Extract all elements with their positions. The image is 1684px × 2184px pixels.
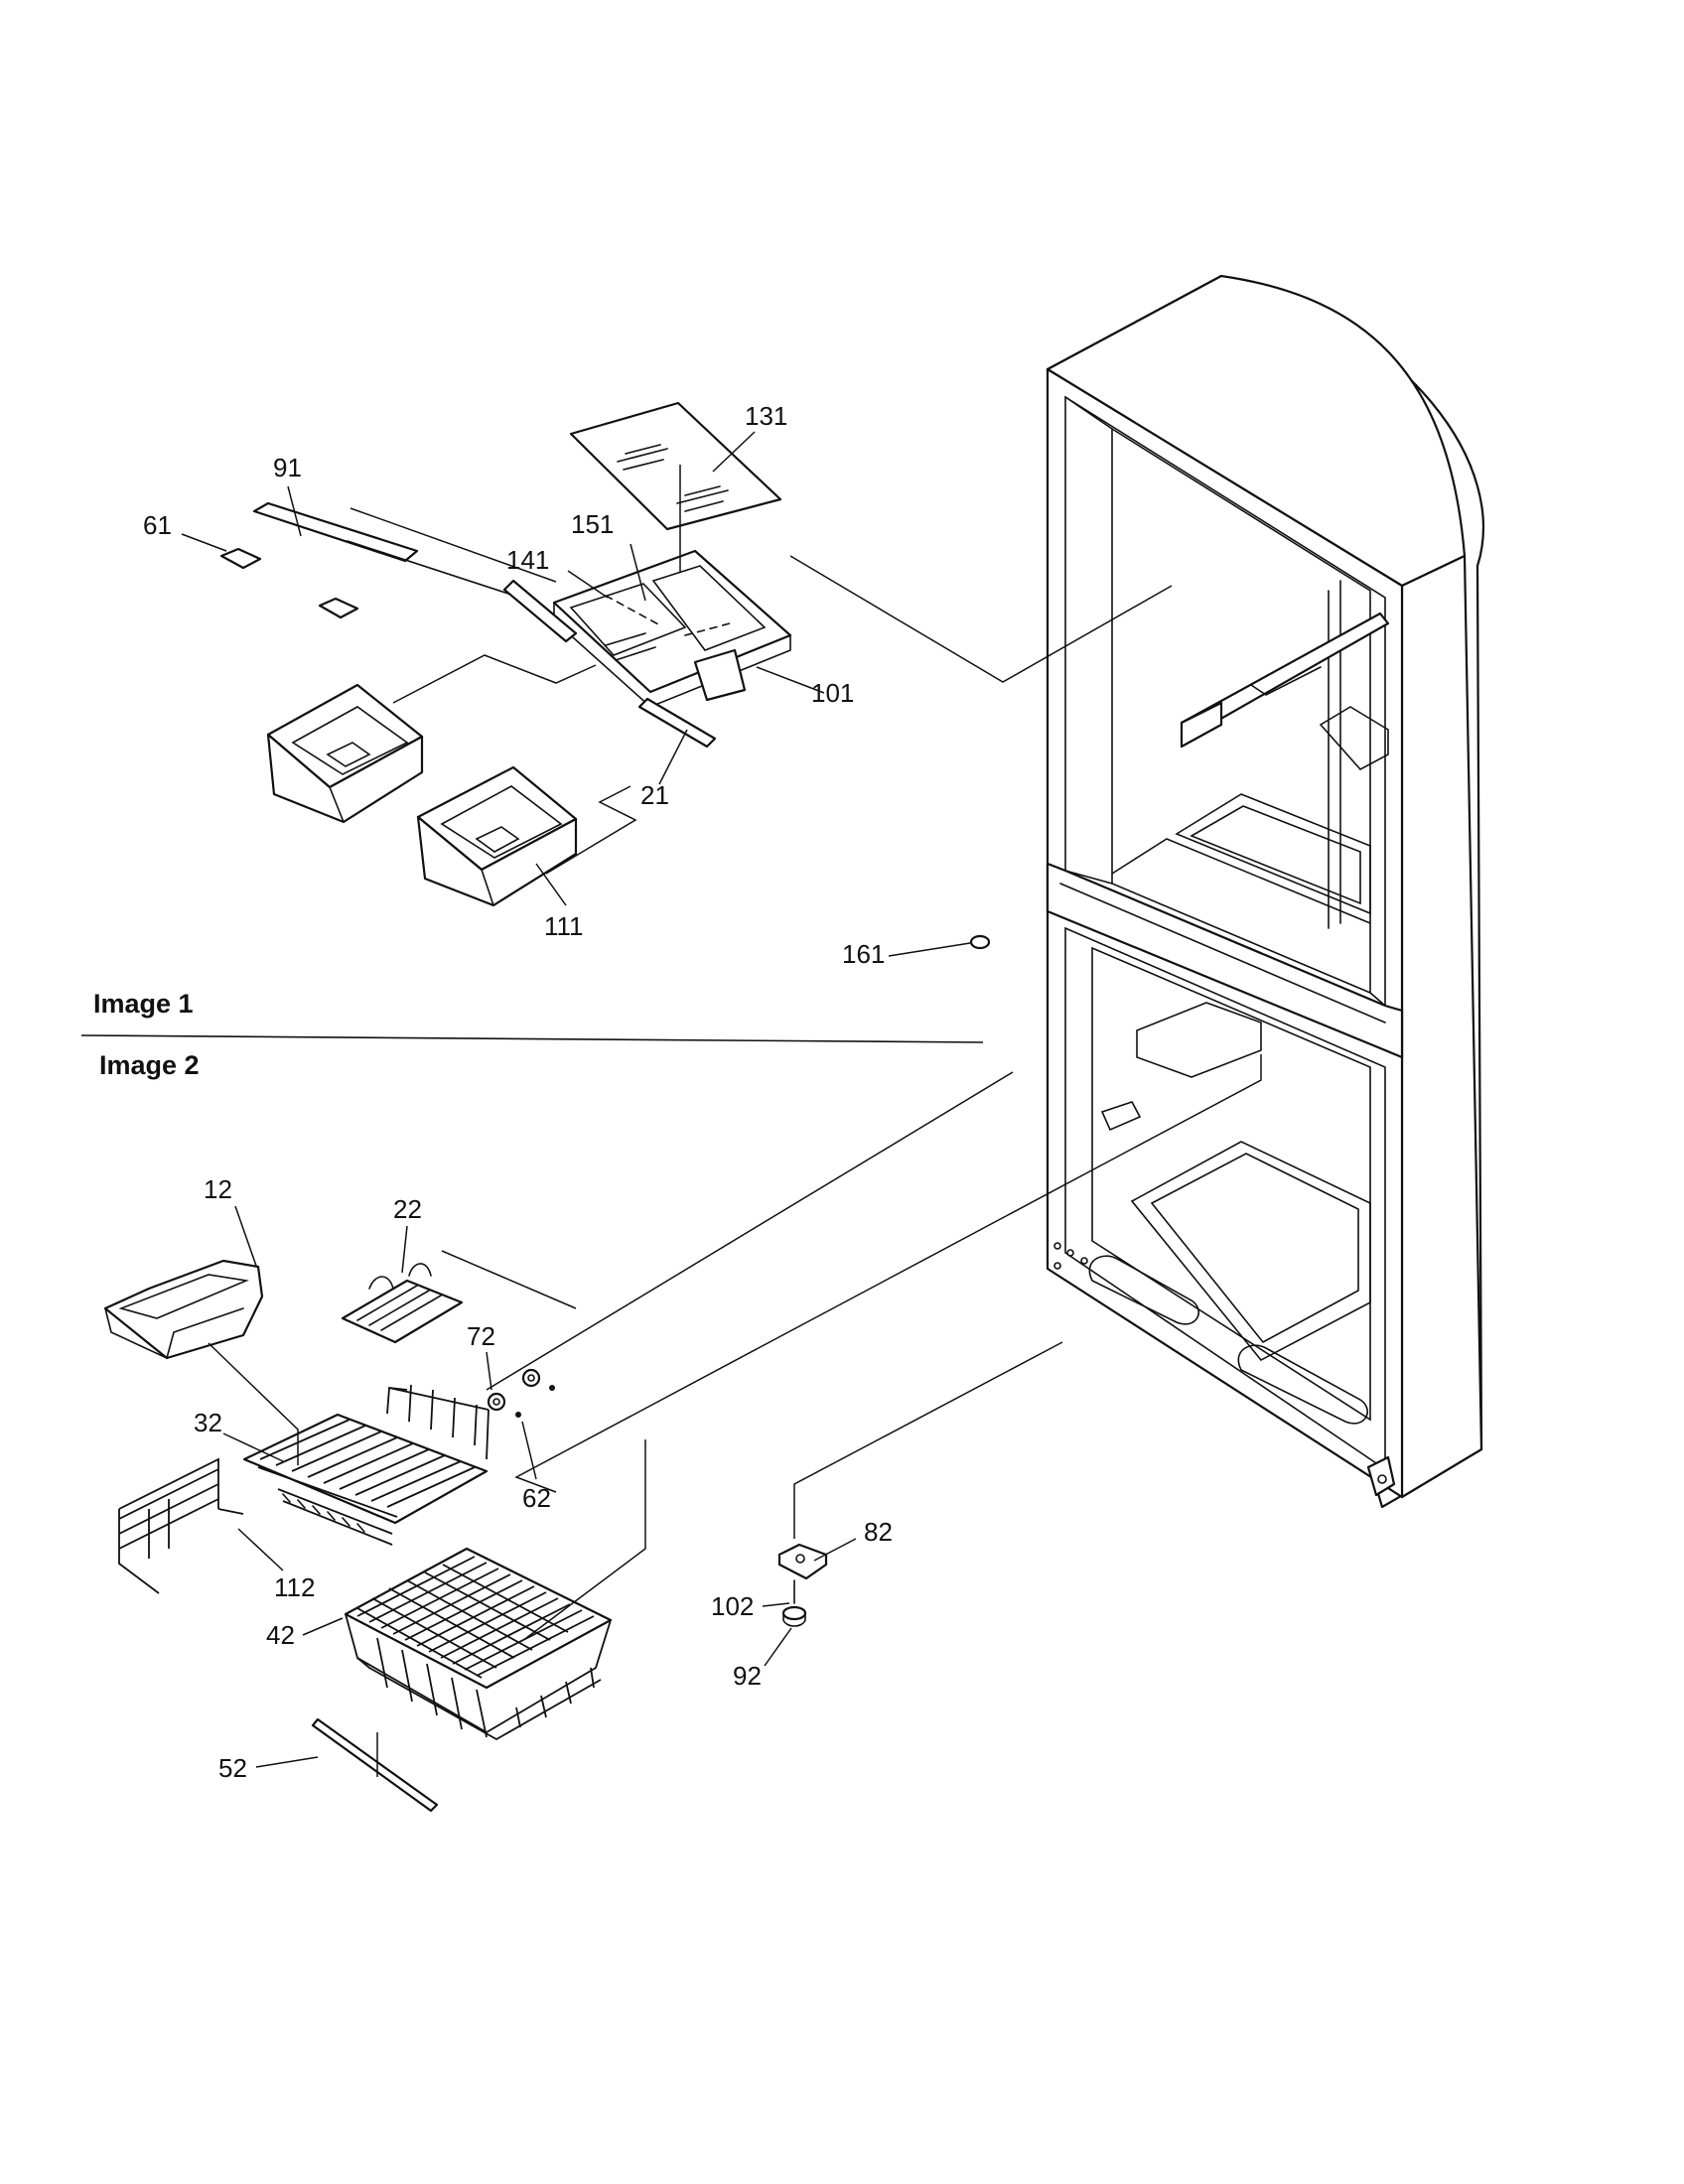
callout-62: 62: [522, 1483, 551, 1513]
callout-labels: 131 91 61 151 141 101 21 111 161 12 22 7…: [143, 401, 893, 1783]
callout-61: 61: [143, 510, 172, 540]
crisper-rail-91: [252, 501, 509, 595]
callout-12: 12: [204, 1174, 232, 1204]
crisper-cover-insert-151: [605, 595, 731, 636]
crisper-bar: [502, 579, 578, 643]
callout-141: 141: [506, 545, 549, 575]
plug-161: [969, 934, 991, 950]
callout-42: 42: [266, 1620, 295, 1650]
callout-leaders: [181, 431, 971, 1768]
crisper-drawer-111: [416, 765, 578, 907]
callout-82: 82: [864, 1517, 893, 1547]
callout-151: 151: [571, 509, 614, 539]
glide-21: [637, 697, 717, 749]
callout-91: 91: [273, 453, 302, 482]
wire-shelf-32: [242, 1384, 490, 1546]
crisper-drawer-left: [266, 683, 424, 824]
callout-102: 102: [711, 1591, 754, 1621]
callout-111: 111: [544, 911, 584, 941]
callout-22: 22: [393, 1194, 422, 1224]
freezer-rack-22: [341, 1263, 464, 1344]
section-divider: [80, 1034, 984, 1043]
callout-52: 52: [218, 1753, 247, 1783]
assembly-lines-image2: [208, 1054, 1262, 1777]
callout-32: 32: [194, 1408, 222, 1437]
crisper-cover-frame-141: [552, 549, 792, 708]
callout-112: 112: [274, 1572, 315, 1602]
callout-131: 131: [745, 401, 787, 431]
assembly-lines-image1: [350, 465, 1173, 875]
section-label-image2: Image 2: [99, 1050, 200, 1080]
freezer-bin-12: [103, 1259, 264, 1360]
callout-72: 72: [467, 1321, 495, 1351]
bracket-101: [693, 648, 747, 702]
roller-92: [781, 1605, 807, 1627]
roller-bracket-82: [777, 1543, 828, 1580]
callout-21: 21: [640, 780, 669, 810]
callout-161: 161: [842, 939, 885, 969]
wire-divider-112: [118, 1457, 244, 1594]
screw-62: [515, 1385, 555, 1418]
section-label-image1: Image 1: [93, 989, 194, 1019]
glass-shelf-131: [569, 401, 782, 531]
callout-101: 101: [811, 678, 854, 708]
wire-basket-42: [344, 1547, 613, 1741]
washer-72: [487, 1368, 541, 1412]
clip-61: [219, 547, 359, 619]
refrigerator-cabinet: [1046, 274, 1484, 1509]
glide-rail-52: [311, 1717, 439, 1813]
callout-92: 92: [733, 1661, 762, 1691]
